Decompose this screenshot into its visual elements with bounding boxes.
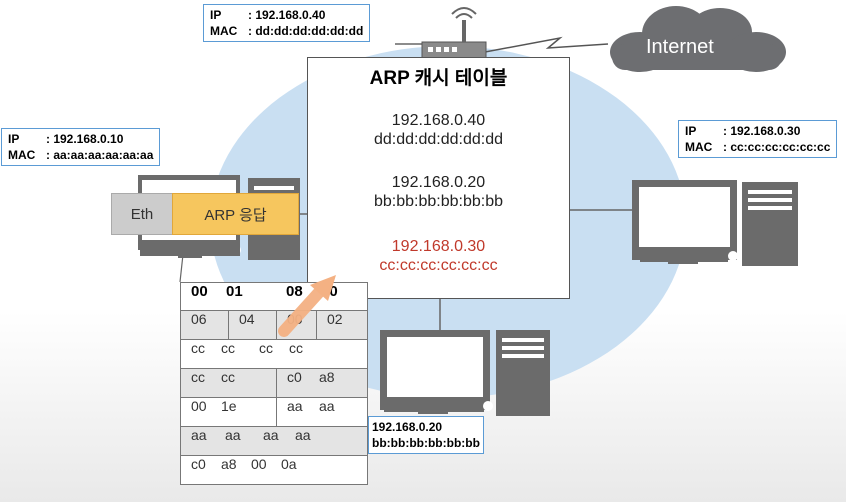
- packet-cell: cc: [289, 340, 303, 356]
- packet-cell: aa: [319, 398, 335, 414]
- packet-cell: 06: [181, 311, 229, 339]
- packet-cell: c0: [191, 456, 206, 472]
- cache-entry-ip: 192.168.0.40: [391, 112, 486, 129]
- packet-cell: cc: [181, 369, 277, 397]
- packet-row: aa aa aa aa: [180, 427, 368, 456]
- cache-entry-new: 192.168.0.30 cc:cc:cc:cc:cc:cc: [308, 237, 569, 275]
- cache-entry: 192.168.0.20 bb:bb:bb:bb:bb:bb: [308, 173, 569, 211]
- cache-entry-ip: 192.168.0.30: [391, 238, 486, 255]
- host-a-mac-key: MAC: [8, 148, 36, 162]
- packet-cell: aa: [225, 427, 241, 443]
- host-c-ip-key: IP: [685, 124, 697, 138]
- packet-cell: 1e: [221, 398, 237, 414]
- router-label: IP : 192.168.0.40 MAC : dd:dd:dd:dd:dd:dd: [203, 4, 371, 42]
- packet-cell: aa: [287, 398, 303, 414]
- packet-cell: aa: [263, 427, 279, 443]
- packet-cell: a8: [319, 369, 335, 385]
- packet-cell: a8: [221, 456, 237, 472]
- arp-packet: 00 01 08 00 06 04 00 02 cc cc cc cc cc c…: [180, 282, 368, 485]
- router-mac: : dd:dd:dd:dd:dd:dd: [248, 24, 364, 38]
- cache-entry-mac: cc:cc:cc:cc:cc:cc: [379, 257, 498, 274]
- packet-cell: 04: [229, 311, 277, 339]
- packet-cell: 0a: [281, 456, 297, 472]
- packet-cell: cc: [259, 340, 273, 356]
- host-c-mac-key: MAC: [685, 140, 713, 154]
- host-b-label: 192.168.0.20 bb:bb:bb:bb:bb:bb: [368, 416, 484, 454]
- host-c-ip: : 192.168.0.30: [723, 124, 801, 138]
- router-mac-key: MAC: [210, 24, 238, 38]
- packet-cell: 01: [226, 283, 243, 300]
- host-c-mac: : cc:cc:cc:cc:cc:cc: [723, 140, 831, 154]
- arp-cache-table: ARP 캐시 테이블 192.168.0.40 dd:dd:dd:dd:dd:d…: [307, 57, 570, 299]
- router-ip: : 192.168.0.40: [248, 8, 326, 22]
- cloud-icon: [610, 6, 786, 72]
- packet-cell: 00: [251, 456, 267, 472]
- packet-cell: 02: [327, 311, 343, 327]
- packet-cell: aa: [191, 427, 207, 443]
- host-a-label: IP : 192.168.0.10 MAC : aa:aa:aa:aa:aa:aa: [1, 128, 161, 166]
- packet-row: cc cc cc cc: [180, 340, 368, 369]
- cache-entry-mac: dd:dd:dd:dd:dd:dd: [373, 131, 503, 148]
- cache-entry-mac: bb:bb:bb:bb:bb:bb: [373, 193, 503, 210]
- packet-row: 00 1e aa aa: [180, 398, 368, 427]
- packet-cell: 08: [286, 283, 303, 300]
- packet-header-row: 00 01 08 00: [180, 282, 368, 311]
- host-b-mac: bb:bb:bb:bb:bb:bb: [372, 436, 480, 450]
- update-arrow-icon: [278, 275, 336, 337]
- packet-row: c0 a8 00 0a: [180, 456, 368, 485]
- cache-entry-ip: 192.168.0.20: [391, 174, 486, 191]
- cache-title: ARP 캐시 테이블: [369, 68, 508, 89]
- host-a-ip-key: IP: [8, 132, 20, 146]
- arp-reply-segment: ARP 응답: [172, 193, 299, 235]
- packet-cell: aa: [295, 427, 311, 443]
- packet-cell: 00: [181, 398, 277, 426]
- computer-c-icon: [632, 180, 798, 266]
- packet-cell: cc: [191, 340, 205, 356]
- host-b-ip: 192.168.0.20: [372, 420, 443, 434]
- packet-cell: c0: [287, 369, 302, 385]
- packet-cell: 00: [191, 283, 208, 300]
- packet-row: cc cc c0 a8: [180, 369, 368, 398]
- lightning-link: [484, 36, 609, 53]
- host-c-label: IP : 192.168.0.30 MAC : cc:cc:cc:cc:cc:cc: [678, 120, 838, 158]
- internet-label: Internet: [646, 36, 714, 58]
- computer-b-icon: [380, 330, 550, 416]
- cache-entry: 192.168.0.40 dd:dd:dd:dd:dd:dd: [308, 111, 569, 149]
- packet-cell: cc: [221, 369, 235, 385]
- eth-segment: Eth: [111, 193, 173, 235]
- host-a-ip: : 192.168.0.10: [46, 132, 124, 146]
- router-icon: [421, 7, 487, 59]
- packet-cell: cc: [221, 340, 235, 356]
- host-a-mac: : aa:aa:aa:aa:aa:aa: [46, 148, 154, 162]
- router-ip-key: IP: [210, 8, 222, 22]
